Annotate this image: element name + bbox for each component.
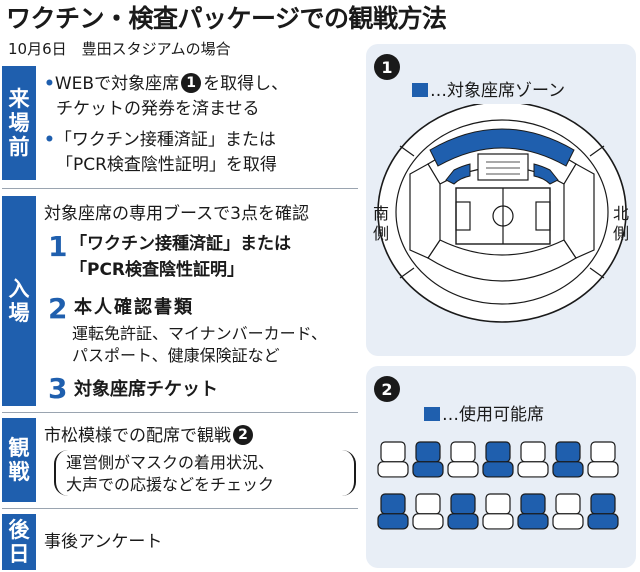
panel-1-legend: …対象座席ゾーン [412,80,565,102]
seat-available [447,493,479,530]
entry-intro: 対象座席の専用ブースで3点を確認 [44,204,309,224]
north-char: 側 [612,224,629,243]
seat-unavailable [447,441,479,478]
before-bullet-1-line-2: チケットの発券を済ませる [56,99,260,119]
panel-2-legend: …使用可能席 [424,404,544,426]
separator [2,508,358,509]
seat-available [552,441,584,478]
separator [2,412,358,413]
section-label-char: 場 [8,301,30,325]
entry-item-2-sub-1: 運転免許証、マイナンバーカード、 [72,324,328,343]
seat-available [377,493,409,530]
panel-1-badge: 1 [374,54,400,80]
section-label-after: 後 日 [2,514,36,570]
legend-text: …使用可能席 [442,405,544,425]
seat-available [517,493,549,530]
bullet-mark: • [44,130,55,150]
bullet-mark: • [44,74,55,94]
seat-unavailable [377,441,409,478]
entry-item-3-line-1: 対象座席チケット [74,379,218,400]
entry-item-1-line-2: 「PCR検査陰性証明」 [70,260,245,280]
entry-item-number: 3 [48,372,68,405]
bullet-text: WEBで対象座席 [54,74,180,94]
entry-item-1-line-1: 「ワクチン接種済証」または [70,234,291,254]
seat-unavailable [482,493,514,530]
seat-unavailable [517,441,549,478]
section-label-watching: 観 戦 [2,418,36,502]
seat-available [587,493,619,530]
separator [2,188,358,189]
badge-1: 1 [181,73,202,93]
section-label-before-arrival: 来 場 前 [2,66,36,180]
section-label-char: 入 [8,277,30,301]
legend-square-icon [412,83,428,97]
seat-unavailable [587,441,619,478]
section-label-char: 来 [8,87,30,111]
panel-2-badge: 2 [374,376,400,402]
after-line-1: 事後アンケート [44,532,163,552]
legend-text: …対象座席ゾーン [430,81,566,101]
badge-2: 2 [233,425,253,445]
entry-item-number: 2 [48,292,68,325]
before-bullet-2-line-2: 「PCR検査陰性証明」を取得 [56,155,277,175]
bullet-text: 「ワクチン接種済証」または [54,130,276,150]
before-bullet-2-line-1: •「ワクチン接種済証」または [44,128,276,152]
south-char: 南 [372,204,389,223]
north-side-label: 北 側 [612,204,630,244]
page-title: ワクチン・検査パッケージでの観戦方法 [6,4,447,33]
north-char: 北 [612,204,629,223]
watching-note-1: 運営側がマスクの着用状況、 [66,453,275,472]
page-subtitle: 10月6日 豊田スタジアムの場合 [8,40,231,58]
south-side-label: 南 側 [372,204,390,244]
bullet-text: を取得し、 [203,74,289,94]
stadium-diagram [377,104,627,323]
seat-grid [377,441,619,530]
section-label-char: 場 [8,111,30,135]
legend-square-icon [424,407,440,421]
entry-item-2-sub-2: パスポート、健康保険証など [72,346,280,365]
watching-text: 市松模様での配席で観戦 [44,426,231,446]
south-char: 側 [372,224,389,243]
seat-available [482,441,514,478]
section-label-char: 後 [8,518,30,542]
entry-item-number: 1 [48,230,68,263]
seat-unavailable [412,493,444,530]
note-parentheses [54,450,356,496]
watching-note-2: 大声での応援などをチェック [66,475,275,494]
section-label-entry: 入 場 [2,196,36,406]
section-label-char: 観 [8,436,30,460]
section-label-char: 戦 [8,460,30,484]
section-label-char: 前 [8,135,30,159]
seat-available [412,441,444,478]
section-label-char: 日 [8,542,30,566]
seat-unavailable [552,493,584,530]
entry-item-2-line-1: 本人確認書類 [74,297,194,318]
